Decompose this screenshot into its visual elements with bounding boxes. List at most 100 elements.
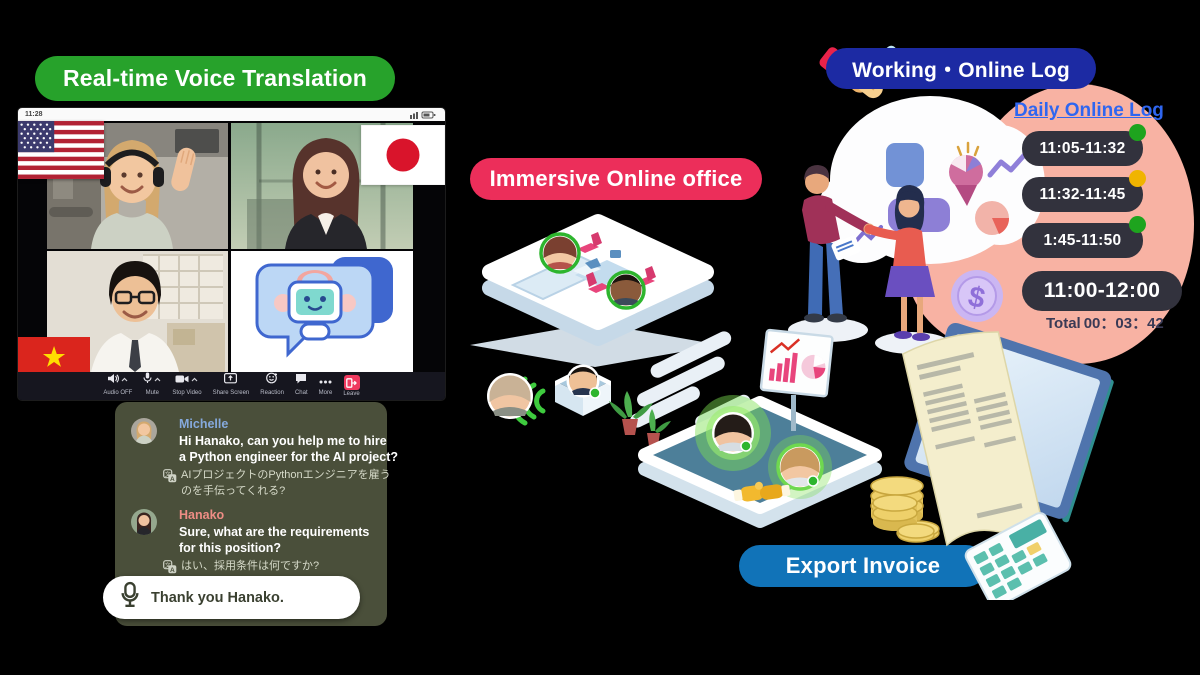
leave-button[interactable]: Leave — [343, 375, 360, 397]
speaker-name: Hanako — [179, 508, 225, 522]
video-tile-woman-office — [231, 123, 413, 249]
coins-small-stack — [872, 494, 935, 543]
toolbar-label: Leave — [343, 391, 360, 397]
leave-icon — [343, 375, 360, 390]
message-text: a Python engineer for the AI project? — [179, 450, 399, 464]
translation-text: はい、採用条件は何ですか? — [181, 560, 320, 572]
svg-text:$: $ — [965, 281, 987, 316]
log-entry: 11:05-11:32 — [1022, 124, 1146, 166]
message-text: Sure, what are the requirements — [179, 525, 370, 539]
speaker-icon — [107, 371, 120, 389]
log-entry-time: 11:05-11:32 — [1039, 139, 1126, 157]
laptop-icon — [573, 258, 601, 276]
svg-text:A: A — [170, 567, 175, 574]
more-icon — [319, 371, 332, 389]
avatar-listening-woman — [487, 373, 533, 419]
chevron-up-icon — [154, 371, 161, 389]
log-total-label: Total — [1046, 315, 1081, 332]
video-call-window: 11:28 — [18, 108, 445, 400]
reaction-button[interactable]: Reaction — [260, 372, 284, 396]
woman-figure — [864, 185, 949, 354]
toolbar-label: Reaction — [260, 390, 284, 396]
funnel-chart-icon — [949, 141, 983, 206]
daily-online-log-title: Daily Online Log — [1014, 100, 1164, 121]
pink-chair-2 — [586, 272, 610, 293]
speaker-name: Michelle — [179, 417, 229, 431]
chevron-up-icon — [121, 371, 128, 389]
man-figure — [788, 165, 875, 342]
status-dot — [1129, 124, 1146, 141]
avatar-office-woman — [539, 232, 581, 274]
calculator — [964, 512, 1072, 600]
badge-working-online-log: Working・Online Log — [826, 48, 1096, 89]
toolbar-label: More — [318, 390, 333, 396]
voice-input-text: Thank you Hanako. — [151, 589, 284, 606]
toolbar-label: Stop Video — [172, 390, 202, 396]
share-screen-button[interactable]: Share Screen — [212, 373, 250, 396]
status-dot — [1129, 170, 1146, 187]
chat-button[interactable]: Chat — [294, 374, 308, 396]
svg-text:A: A — [170, 476, 175, 483]
voice-input-pill[interactable]: Thank you Hanako. — [103, 576, 360, 619]
reaction-icon — [266, 371, 278, 389]
microphone-icon — [119, 581, 141, 614]
us-flag — [18, 121, 104, 179]
status-time: 11:28 — [25, 111, 43, 118]
toolbar-label: Share Screen — [212, 390, 250, 396]
online-office-illustration — [470, 214, 935, 543]
pink-chair-1 — [577, 232, 602, 253]
message-text: Hi Hanako, can you help me to hire — [179, 434, 387, 448]
svg-text:文: 文 — [165, 470, 171, 478]
avatar-hanako — [131, 509, 157, 535]
chat-icon — [295, 371, 307, 389]
badge-voice-translation: Real-time Voice Translation — [35, 56, 395, 101]
stop-video-button[interactable]: Stop Video — [172, 375, 202, 396]
status-bar: 11:28 — [18, 108, 445, 121]
line-chart-doodle — [987, 149, 1030, 178]
office-platform-1 — [482, 214, 714, 346]
log-entry-time: 11:32-11:45 — [1039, 185, 1126, 203]
video-grid — [18, 121, 445, 381]
log-entry: 1:45-11:50 — [1022, 216, 1146, 258]
potted-plant-1 — [609, 391, 653, 435]
mute-button[interactable]: Mute — [143, 372, 161, 396]
log-entry-time: 1:45-11:50 — [1043, 231, 1122, 249]
avatar-meeting-woman-2 — [768, 435, 832, 499]
avatar-meeting-woman-1 — [695, 395, 771, 471]
signal-battery-icons — [410, 106, 438, 124]
share-screen-icon — [224, 371, 238, 389]
log-entry-total-range: 11:00-12:00 — [1022, 271, 1182, 311]
japan-flag — [361, 125, 445, 185]
more-button[interactable]: More — [318, 376, 333, 396]
toolbar-label: Mute — [145, 390, 159, 396]
translation-text: のを手伝ってくれる? — [181, 484, 286, 497]
badge-export-invoice: Export Invoice — [739, 545, 987, 587]
camera-icon — [175, 371, 189, 389]
chat-message-hanako: Hanako Sure, what are the requirements f… — [131, 508, 373, 579]
call-toolbar: Audio OFF Mute Stop Video Share Screen R… — [18, 372, 445, 400]
mic-icon — [143, 371, 152, 389]
badge-immersive-online-office: Immersive Online office — [470, 158, 762, 200]
pie-chart-doodle — [975, 201, 1010, 235]
dollar-coin-icon: $ — [951, 270, 1003, 322]
toolbar-label: Audio OFF — [103, 390, 133, 396]
log-entry-time: 11:00-12:00 — [1043, 279, 1161, 302]
chevron-up-icon — [191, 371, 198, 389]
message-text: for this position? — [179, 541, 282, 555]
audio-button[interactable]: Audio OFF — [103, 374, 133, 396]
log-total-value: 00：03：42 — [1083, 315, 1164, 332]
avatar-office-man — [606, 270, 646, 310]
svg-text:文: 文 — [165, 561, 171, 569]
chat-message-michelle: Michelle Hi Hanako, can you help me to h… — [131, 417, 399, 499]
toolbar-label: Chat — [294, 390, 308, 396]
handshake-gold-icon — [733, 481, 791, 502]
office-platform-2 — [638, 396, 882, 528]
avatar-michelle — [131, 418, 157, 444]
status-dot — [1129, 216, 1146, 233]
video-tile-ai-bot — [231, 251, 413, 372]
log-entry: 11:32-11:45 — [1022, 170, 1146, 212]
